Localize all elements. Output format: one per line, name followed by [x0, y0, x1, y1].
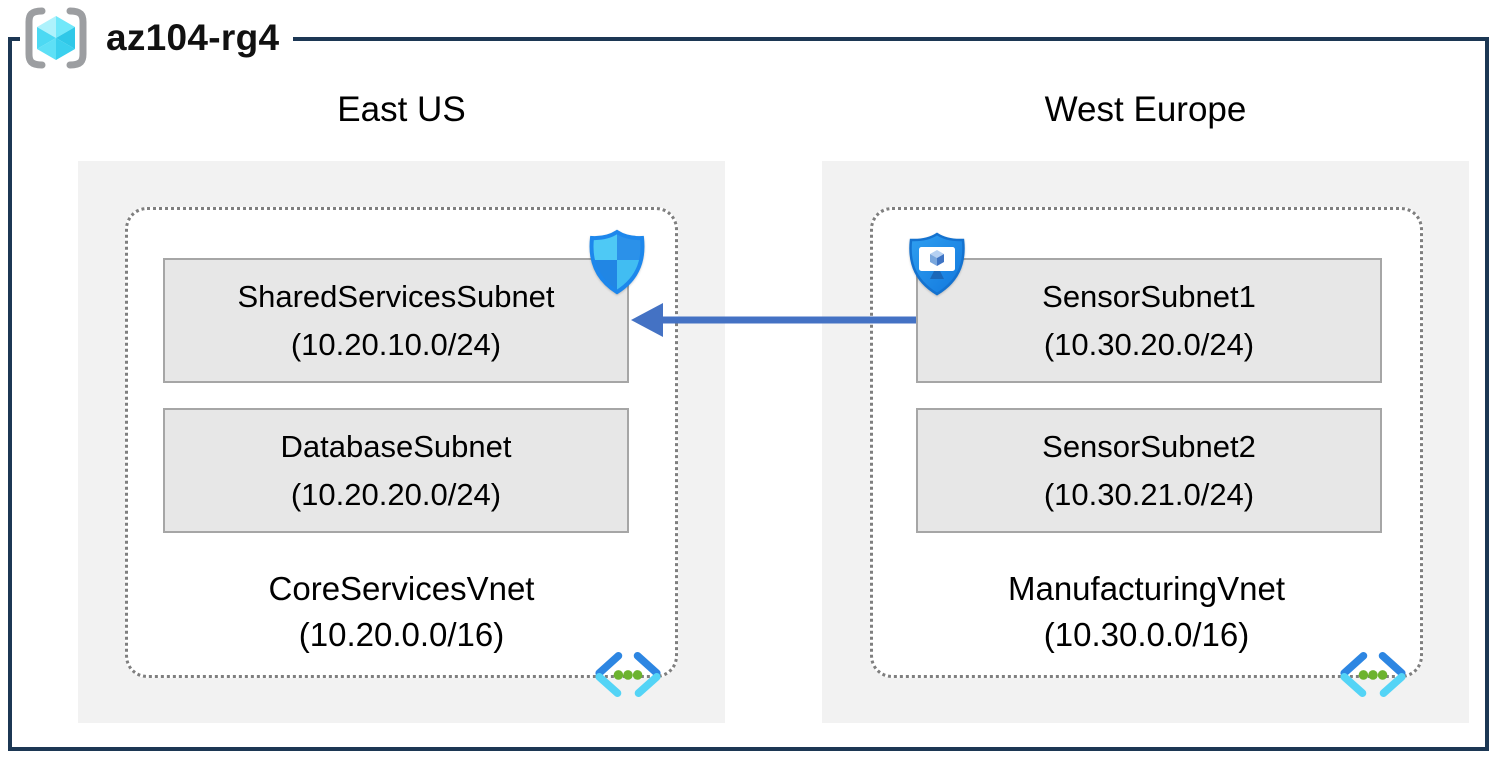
subnet-cidr: (10.30.21.0/24)	[1043, 476, 1255, 512]
subnet-name: SharedServicesSubnet	[237, 278, 555, 314]
resource-group-border	[8, 37, 1489, 751]
subnet-database: DatabaseSubnet (10.20.20.0/24)	[163, 408, 629, 533]
subnet-sharedservices: SharedServicesSubnet (10.20.10.0/24)	[163, 258, 629, 383]
subnet-sensor1: SensorSubnet1 (10.30.20.0/24)	[916, 258, 1382, 383]
region-label-east-us: East US	[337, 90, 466, 129]
subnet-name: DatabaseSubnet	[280, 428, 512, 464]
subnet-name: SensorSubnet2	[1042, 428, 1256, 464]
vnet-cidr: (10.30.0.0/16)	[1043, 616, 1250, 653]
vnet-label-manufacturing: ManufacturingVnet (10.30.0.0/16)	[870, 566, 1423, 658]
subnet-sensor2: SensorSubnet2 (10.30.21.0/24)	[916, 408, 1382, 533]
vnet-name: ManufacturingVnet	[1007, 570, 1285, 607]
subnet-name: SensorSubnet1	[1042, 278, 1256, 314]
resource-group-cube-icon	[25, 7, 87, 69]
subnet-cidr: (10.20.10.0/24)	[290, 326, 502, 362]
network-security-group-icon	[589, 229, 645, 295]
bastion-shield-monitor-icon	[909, 232, 965, 296]
region-label-west-europe: West Europe	[1044, 90, 1247, 129]
subnet-cidr: (10.30.20.0/24)	[1043, 326, 1255, 362]
virtual-network-icon	[595, 651, 661, 697]
resource-group-name: az104-rg4	[106, 17, 280, 58]
resource-group-title: az104-rg4	[20, 2, 294, 74]
subnet-cidr: (10.20.20.0/24)	[290, 476, 502, 512]
virtual-network-icon	[1340, 651, 1406, 697]
vnet-label-coreservices: CoreServicesVnet (10.20.0.0/16)	[125, 566, 678, 658]
vnet-name: CoreServicesVnet	[268, 570, 535, 607]
vnet-cidr: (10.20.0.0/16)	[298, 616, 505, 653]
